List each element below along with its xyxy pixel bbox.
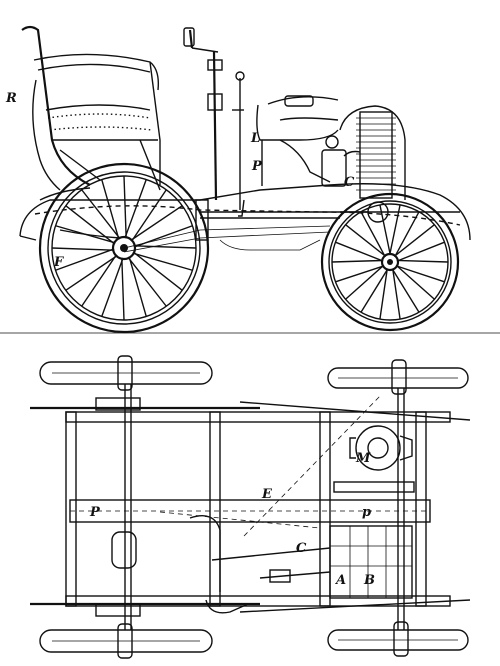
steering-column xyxy=(183,27,245,217)
plan-wheel-rear-top xyxy=(39,355,213,391)
wheel-spoke xyxy=(130,189,167,242)
label-B: B xyxy=(363,573,375,588)
label-P-plan: P xyxy=(89,505,101,520)
wheel-spoke xyxy=(360,211,386,258)
wheel-spoke xyxy=(331,259,384,263)
wheel-spoke xyxy=(127,256,167,307)
wheel-spoke xyxy=(388,204,401,256)
label-F: F xyxy=(53,255,64,270)
wheel-spoke xyxy=(101,257,124,317)
motor-M xyxy=(333,425,415,493)
wheel-spoke xyxy=(132,251,183,291)
wheel-spoke xyxy=(345,224,387,257)
wheel-spoke xyxy=(132,252,193,271)
wheel-spoke xyxy=(121,257,125,321)
engine xyxy=(321,105,406,223)
dash-board xyxy=(256,95,339,186)
side-elevation-view: R L P C F xyxy=(0,25,500,334)
plan-wheel-rear-bottom xyxy=(39,623,213,659)
wheel-spoke xyxy=(51,247,115,251)
label-C-side: C xyxy=(344,175,355,190)
label-A: A xyxy=(334,573,346,588)
wheel-spoke xyxy=(391,268,420,313)
wheel-spoke xyxy=(391,268,401,320)
wheel-spoke xyxy=(396,241,445,262)
label-E: E xyxy=(261,487,273,502)
wheel-spoke xyxy=(395,265,445,283)
linkage-dashed xyxy=(159,395,381,537)
wheel-spoke xyxy=(101,179,120,240)
wheel-spoke xyxy=(379,204,392,256)
front-wheel xyxy=(320,192,460,332)
rear-axle xyxy=(95,384,141,630)
transmission-rods xyxy=(59,225,331,253)
wheel-spoke xyxy=(128,256,147,317)
plan-view: M E P p C A B xyxy=(30,355,471,659)
body-frame xyxy=(19,183,471,241)
wheel-spoke xyxy=(335,265,385,283)
wheel-spoke xyxy=(123,175,127,239)
chassis-frame xyxy=(30,401,471,613)
wheel-spoke xyxy=(130,205,183,242)
wheel-spoke xyxy=(65,205,116,245)
wheel-spoke xyxy=(396,259,449,263)
label-P-side: P xyxy=(251,159,263,174)
wheel-spoke xyxy=(124,179,147,239)
wheel-spoke xyxy=(81,254,118,307)
front-axle xyxy=(397,388,405,630)
wheel-spoke xyxy=(345,264,385,300)
wheel-spoke xyxy=(335,241,384,262)
wheel-spoke xyxy=(55,248,115,271)
wheel-spoke xyxy=(395,264,435,300)
cross-member-E xyxy=(69,499,431,523)
seat xyxy=(21,25,161,191)
wheel-spoke xyxy=(394,211,420,258)
label-R: R xyxy=(5,91,17,106)
label-L: L xyxy=(250,131,260,146)
wheel-spoke xyxy=(379,268,389,320)
steering-linkage xyxy=(189,515,331,614)
label-M: M xyxy=(355,451,371,466)
wheel-spoke xyxy=(65,254,118,291)
label-C-plan: C xyxy=(296,541,307,556)
wheel-spoke xyxy=(393,224,435,257)
label-p-plan: p xyxy=(362,505,371,520)
wheel-spoke xyxy=(133,245,197,249)
gear-box xyxy=(329,525,413,599)
wheel-spoke xyxy=(81,189,121,240)
rear-wheel xyxy=(38,162,210,334)
wheel-spoke xyxy=(360,268,389,313)
